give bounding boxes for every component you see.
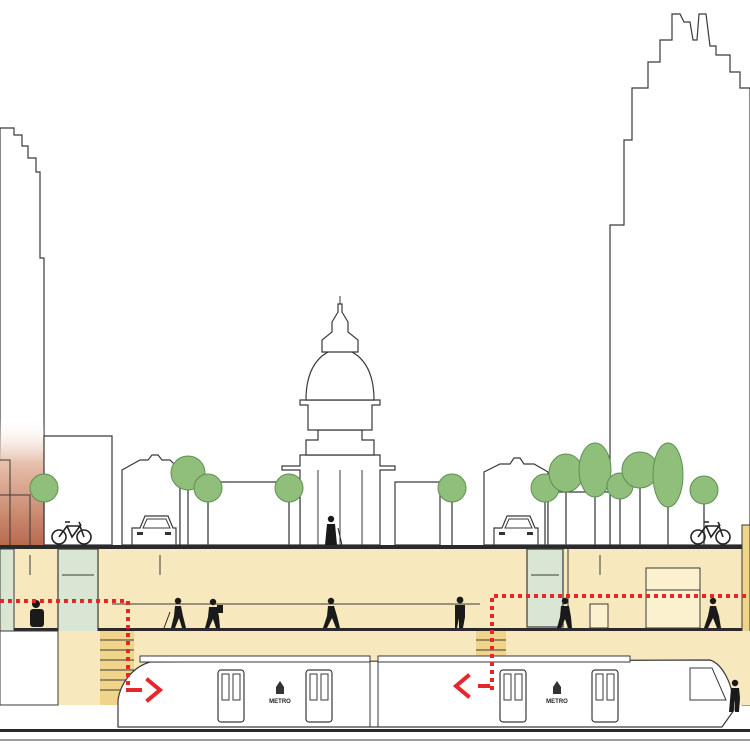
elevator-icon [526, 548, 564, 628]
train-logo-text: METRO [546, 699, 568, 705]
train-logo-text: METRO [269, 699, 291, 705]
tree [437, 473, 467, 545]
tree [689, 475, 719, 545]
concourse-floor [0, 628, 750, 631]
metro-train: METRO METRO [117, 655, 735, 728]
tree [29, 473, 59, 545]
bicycle-icon [51, 521, 92, 545]
passenger-route [0, 594, 750, 690]
pedestrian-icon [325, 515, 343, 546]
directional-arrow-icon [452, 673, 490, 699]
tree [578, 442, 612, 545]
tree [652, 442, 684, 545]
bicycle-icon [690, 521, 731, 545]
car-icon [493, 515, 539, 546]
metro-logo-icon: METRO [269, 681, 291, 705]
pedestrian-icon [729, 679, 740, 712]
car-icon [131, 515, 177, 546]
concourse-level [0, 549, 750, 629]
pedestrian-icon [205, 598, 223, 628]
metro-logo-icon: METRO [546, 681, 568, 705]
street-trees [29, 442, 719, 545]
pedestrian-icon [557, 597, 572, 628]
pedestrian-icon [455, 596, 465, 628]
capitol-building [281, 296, 396, 546]
track-bed [0, 729, 750, 732]
pedestrian-icon [323, 597, 340, 628]
pedestrian-icon [704, 597, 721, 628]
tree [193, 473, 223, 545]
directional-arrow-icon [126, 677, 164, 703]
tree [621, 451, 659, 545]
pedestrian-icon [163, 597, 186, 629]
right-tower-outline [609, 13, 750, 546]
tree [274, 473, 304, 545]
street-deck [0, 545, 750, 549]
